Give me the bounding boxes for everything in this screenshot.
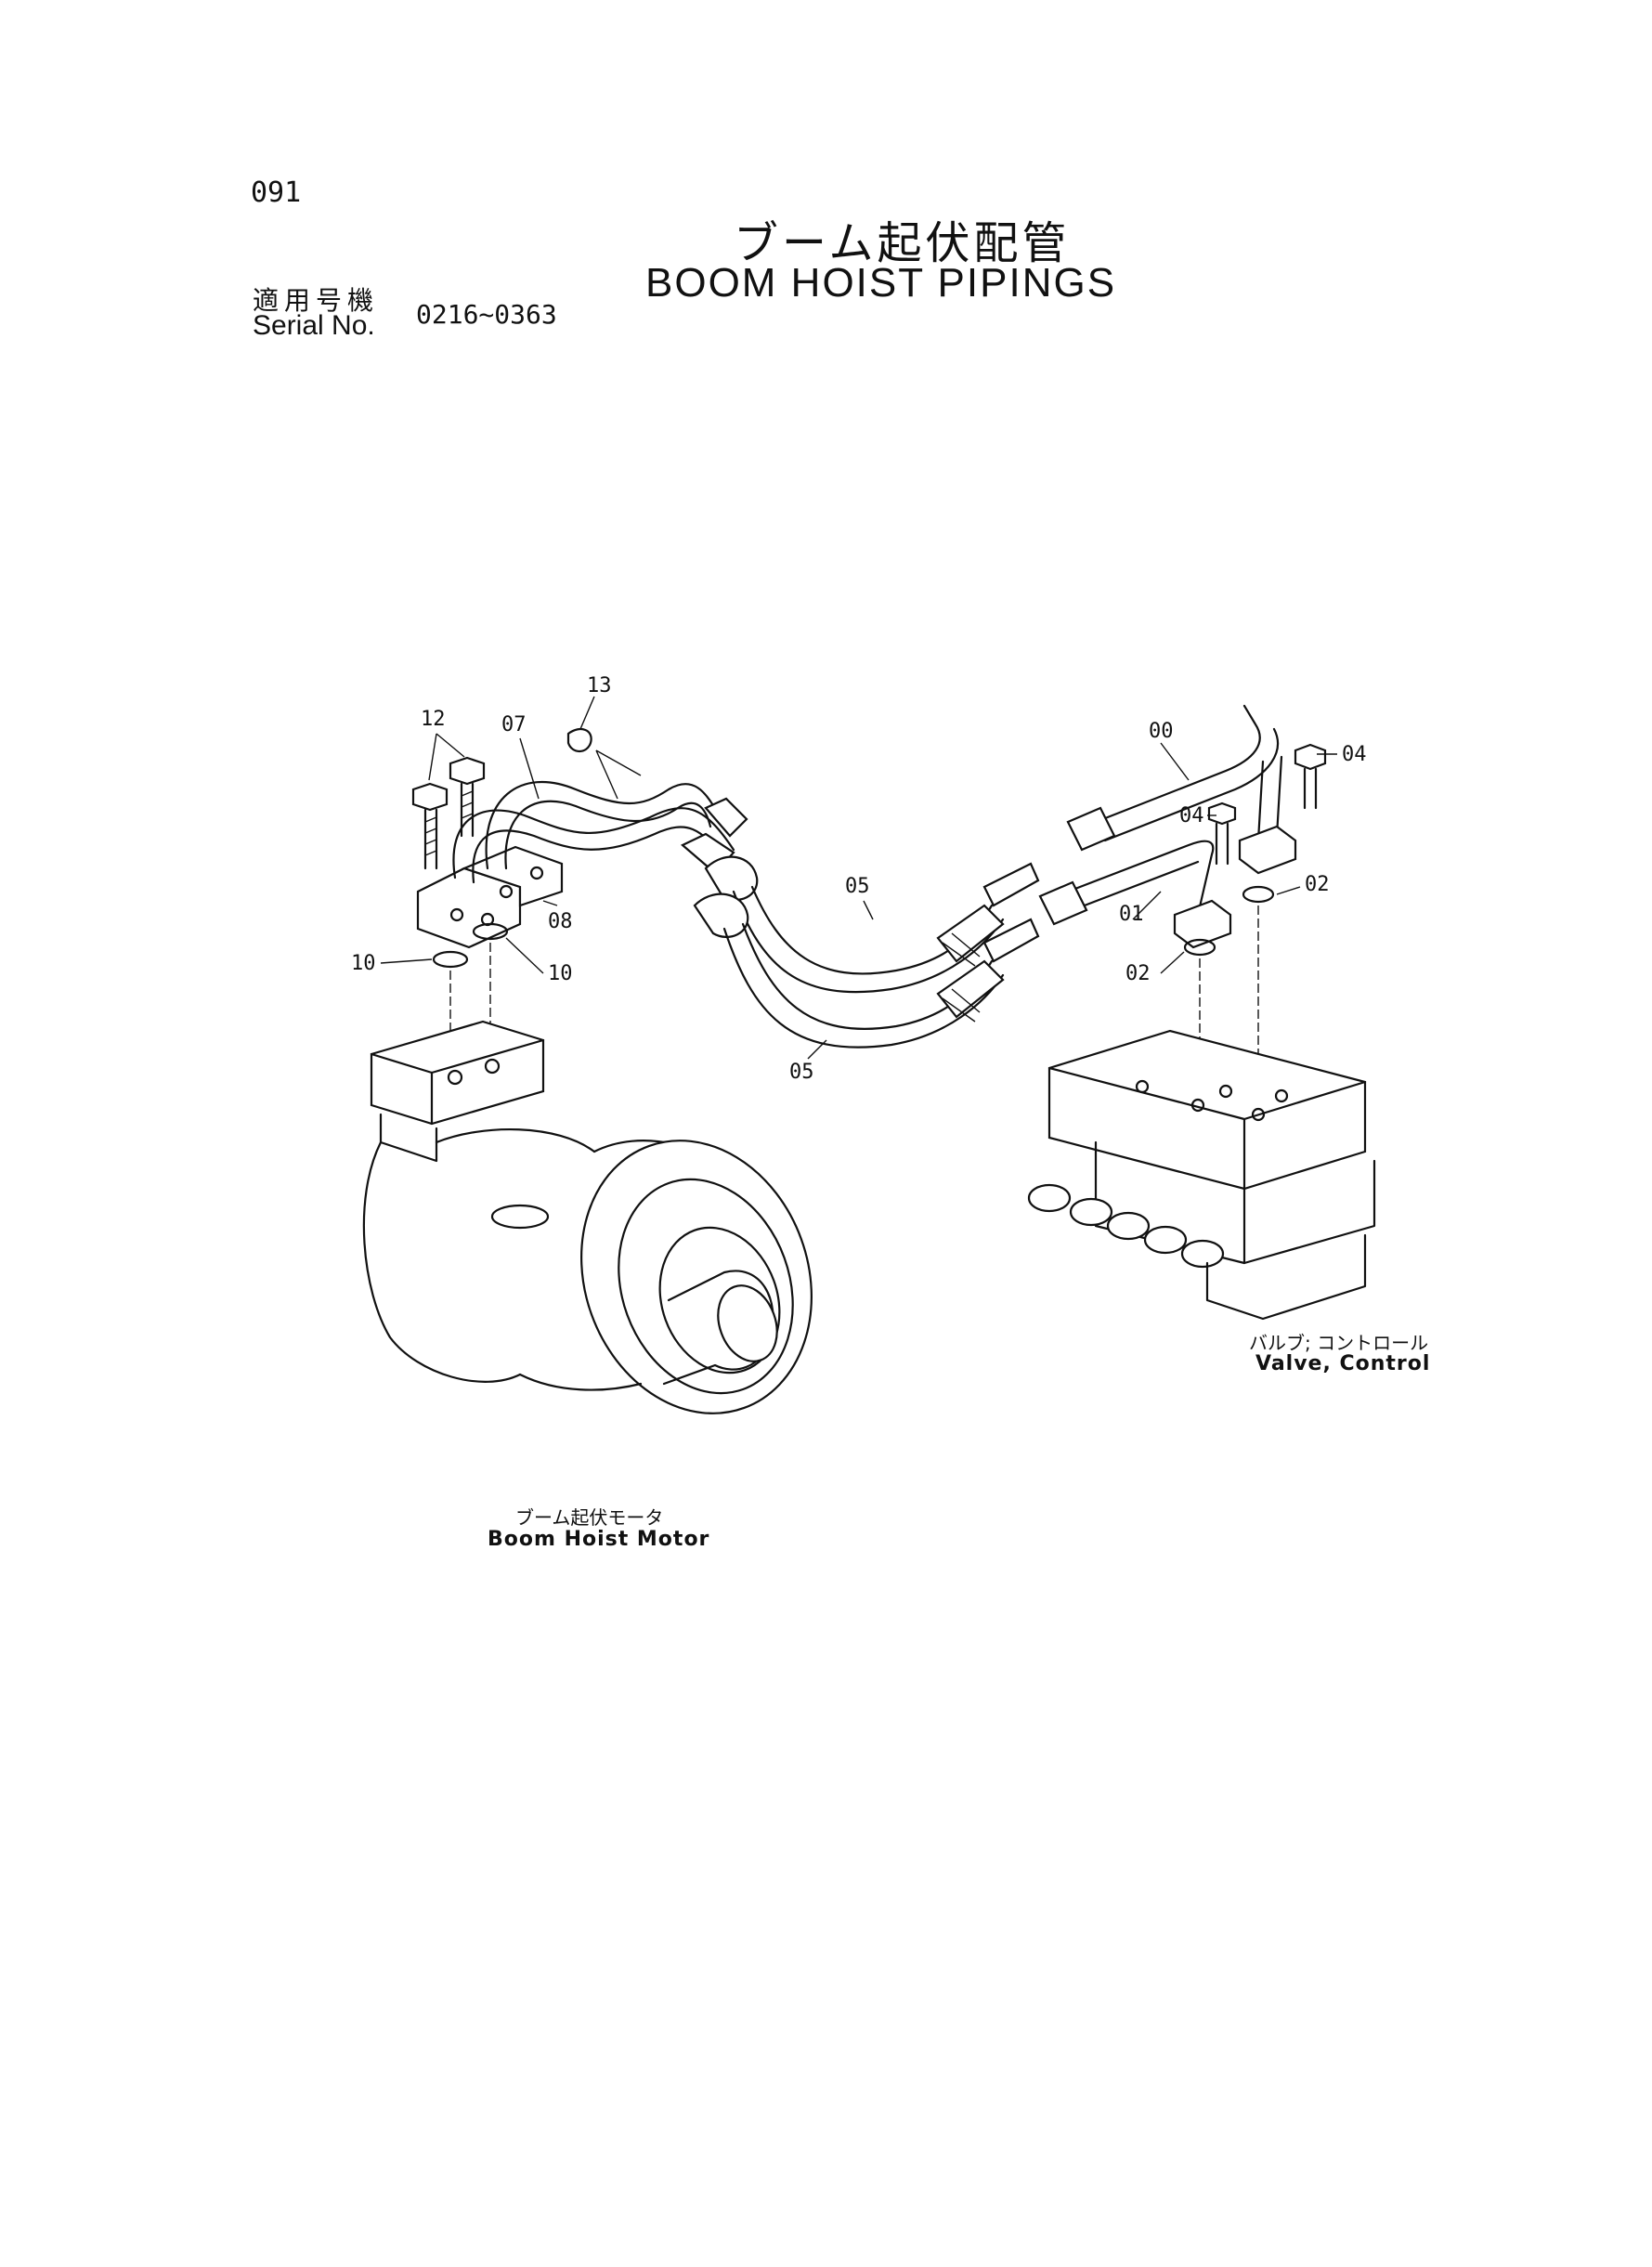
- serial-label-japanese: 適用号機: [253, 285, 380, 316]
- callout-07: 07: [501, 713, 527, 736]
- callout-02-left: 02: [1125, 962, 1151, 985]
- hoses-05: [693, 855, 1040, 1049]
- callout-02-right: 02: [1305, 873, 1330, 896]
- valve-caption-japanese: バルブ; コントロール: [1249, 1332, 1429, 1354]
- plug-13: [566, 727, 642, 800]
- left-flange-group: [416, 845, 564, 949]
- leader-lines: [380, 696, 1337, 1060]
- callout-13: 13: [587, 674, 612, 697]
- boom-hoist-motor-drawing: [362, 1020, 813, 1414]
- motor-caption-japanese: ブーム起伏モータ: [515, 1506, 664, 1529]
- bolts-12: [411, 756, 486, 870]
- callout-01: 01: [1119, 903, 1144, 926]
- valve-caption: Valve, Control: [1255, 1352, 1431, 1375]
- page-number: 091: [251, 176, 302, 209]
- callout-05-upper: 05: [845, 875, 870, 898]
- pipes-07-08: [452, 780, 748, 884]
- pipes-00-01: [1038, 704, 1297, 949]
- callout-04-right: 04: [1342, 743, 1367, 766]
- control-valve-drawing: [1027, 1029, 1376, 1321]
- callout-04-middle: 04: [1179, 804, 1204, 827]
- callout-08: 08: [548, 910, 573, 933]
- serial-label: Serial No.: [253, 310, 375, 341]
- serial-range: 0216~0363: [416, 299, 557, 330]
- callout-05-lower: 05: [789, 1061, 814, 1084]
- title-japanese: ブーム起伏配管: [734, 217, 1071, 269]
- bolts-04: [1207, 743, 1327, 866]
- callout-10-right: 10: [548, 962, 573, 985]
- motor-caption: Boom Hoist Motor: [488, 1528, 710, 1551]
- callout-00: 00: [1149, 720, 1174, 743]
- callout-12: 12: [421, 708, 446, 731]
- callout-10-left: 10: [351, 952, 376, 975]
- page-title: BOOM HOIST PIPINGS: [645, 260, 1117, 306]
